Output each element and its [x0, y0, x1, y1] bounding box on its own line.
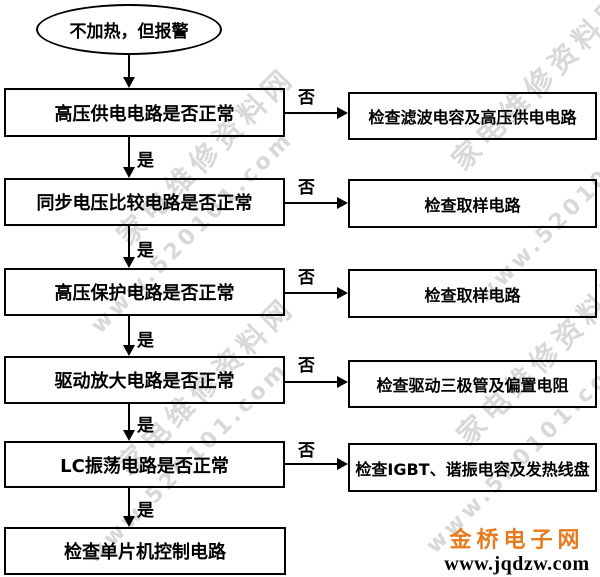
arrow-line — [128, 404, 130, 430]
no-label: 否 — [298, 441, 315, 461]
arrow-line — [128, 55, 130, 78]
arrow-down-icon — [123, 430, 135, 441]
arrow-down-icon — [123, 167, 135, 178]
arrow-line — [285, 112, 337, 114]
yes-label: 是 — [137, 331, 154, 351]
arrow-right-icon — [337, 458, 348, 470]
site-url-link[interactable]: www.jqdzw.com — [444, 553, 590, 575]
arrow-down-icon — [123, 516, 135, 527]
action-box-sampling-1: 检查取样电路 — [348, 179, 597, 228]
yes-label: 是 — [137, 151, 154, 171]
arrow-line — [128, 488, 130, 516]
end-box-mcu-control: 检查单片机控制电路 — [4, 527, 286, 575]
arrow-down-icon — [123, 77, 135, 88]
arrow-down-icon — [123, 257, 135, 268]
arrow-right-icon — [337, 197, 348, 209]
arrow-down-icon — [123, 345, 135, 356]
action-label: 检查取样电路 — [424, 195, 521, 215]
arrow-line — [128, 226, 130, 257]
decision-box-sync-voltage: 同步电压比较电路是否正常 — [4, 178, 285, 226]
decision-label: 高压保护电路是否正常 — [54, 283, 235, 304]
action-label: 检查IGBT、谐振电容及发热线盘 — [355, 459, 590, 479]
arrow-line — [285, 202, 337, 204]
arrow-line — [285, 292, 337, 294]
site-logo: 金桥电子网 www.jqdzw.com — [437, 528, 597, 575]
start-node-label: 不加热，但报警 — [69, 22, 189, 42]
arrow-right-icon — [337, 376, 348, 388]
action-box-filter-cap: 检查滤波电容及高压供电电路 — [348, 92, 597, 140]
arrow-line — [128, 316, 130, 345]
action-box-sampling-2: 检查取样电路 — [348, 269, 597, 318]
yes-label: 是 — [137, 241, 154, 261]
decision-label: 驱动放大电路是否正常 — [54, 371, 235, 392]
action-label: 检查滤波电容及高压供电电路 — [368, 108, 577, 127]
no-label: 否 — [298, 178, 315, 198]
decision-box-hv-supply: 高压供电电路是否正常 — [4, 88, 285, 137]
decision-label: 同步电压比较电路是否正常 — [36, 193, 253, 214]
no-label: 否 — [298, 268, 315, 288]
arrow-right-icon — [337, 287, 348, 299]
action-box-igbt-coil: 检查IGBT、谐振电容及发热线盘 — [348, 443, 597, 492]
arrow-line — [285, 463, 337, 465]
decision-label: 高压供电电路是否正常 — [54, 103, 235, 125]
no-label: 否 — [298, 88, 315, 108]
decision-box-hv-protection: 高压保护电路是否正常 — [4, 268, 285, 316]
arrow-right-icon — [337, 107, 348, 119]
decision-box-lc-oscillator: LC振荡电路是否正常 — [4, 441, 285, 488]
yes-label: 是 — [137, 501, 154, 521]
start-node: 不加热，但报警 — [36, 4, 222, 55]
action-label: 检查取样电路 — [424, 285, 521, 305]
action-label: 检查驱动三极管及偏置电阻 — [376, 376, 569, 395]
action-box-drive-transistor: 检查驱动三极管及偏置电阻 — [348, 360, 597, 408]
decision-box-drive-amp: 驱动放大电路是否正常 — [4, 356, 285, 404]
no-label: 否 — [298, 356, 315, 376]
arrow-line — [285, 381, 337, 383]
yes-label: 是 — [137, 416, 154, 436]
watermark-text: 家电维修资料网 — [445, 0, 600, 177]
end-label: 检查单片机控制电路 — [64, 542, 226, 563]
decision-label: LC振荡电路是否正常 — [60, 455, 229, 477]
arrow-line — [128, 137, 130, 167]
site-logo-text: 金桥电子网 — [449, 528, 585, 553]
